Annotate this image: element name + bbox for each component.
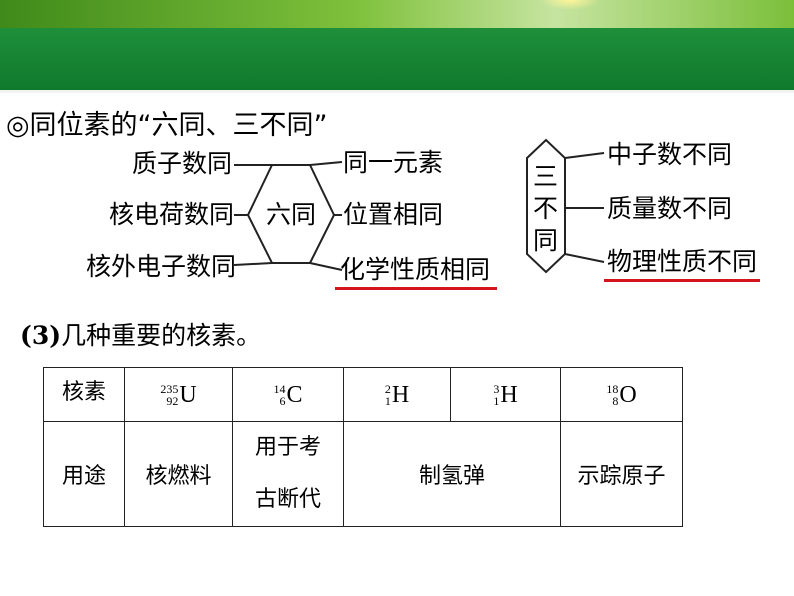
label-same-chemical: 化学性质相同	[340, 255, 491, 284]
table-cell: 核燃料	[124, 421, 233, 527]
title-banner-top	[0, 0, 794, 28]
connector-diff-3	[564, 253, 605, 263]
label-diff-mass: 质量数不同	[607, 194, 733, 223]
element-symbol: C	[286, 381, 303, 408]
mass-number: 3	[493, 382, 500, 396]
atomic-number: 92	[166, 394, 179, 408]
connector-left-3	[233, 262, 273, 266]
element-symbol: H	[500, 381, 518, 408]
label-same-charge: 核电荷数同	[109, 200, 235, 229]
mass-number: 14	[273, 382, 286, 396]
three-diff-char-1: 三	[533, 162, 559, 191]
connector-right-3	[309, 262, 343, 271]
page-heading: ◎同位素的“六同、三不同”	[6, 110, 328, 141]
table-cell: 示踪原子	[560, 421, 683, 527]
mass-number: 18	[606, 382, 619, 396]
atomic-number: 6	[279, 394, 286, 408]
label-same-position: 位置相同	[343, 200, 444, 229]
atomic-number: 1	[493, 394, 500, 408]
table-cell: 制氢弹	[343, 421, 561, 527]
use-line-1: 用于考	[254, 435, 321, 460]
three-diff-char-2: 不	[533, 194, 559, 223]
table-cell: 核素	[43, 367, 125, 422]
atomic-number: 1	[384, 394, 391, 408]
underline-physical	[604, 279, 760, 282]
banner-divider	[0, 90, 794, 93]
label-same-element: 同一元素	[343, 148, 444, 177]
label-diff-physical: 物理性质不同	[607, 247, 758, 276]
element-symbol: H	[391, 381, 410, 408]
connector-diff-1	[564, 152, 605, 159]
table-row: 用途 核燃料 用于考 古断代 制氢弹 示踪原子	[43, 421, 683, 527]
connector-right-1	[309, 161, 343, 166]
mass-number: 2	[384, 382, 391, 396]
element-symbol: U	[179, 381, 197, 408]
table-cell: 用于考 古断代	[232, 421, 344, 527]
mass-number: 235	[160, 382, 179, 396]
section-heading: (3)几种重要的核素。	[20, 316, 261, 352]
label-same-proton: 质子数同	[132, 149, 233, 178]
element-symbol: O	[619, 381, 637, 408]
use-line-2: 古断代	[254, 487, 321, 512]
three-diff-char-3: 同	[533, 226, 559, 255]
banner-glow	[540, 0, 600, 10]
atomic-number: 8	[612, 394, 619, 408]
section-title: 几种重要的核素。	[61, 321, 262, 350]
label-diff-neutron: 中子数不同	[607, 140, 733, 169]
section-number: (3)	[20, 321, 62, 350]
title-banner	[0, 28, 794, 90]
six-same-center: 六同	[266, 200, 317, 229]
underline-chemical	[335, 287, 497, 290]
label-same-electron: 核外电子数同	[86, 252, 237, 281]
table-cell: 用途	[43, 421, 125, 527]
